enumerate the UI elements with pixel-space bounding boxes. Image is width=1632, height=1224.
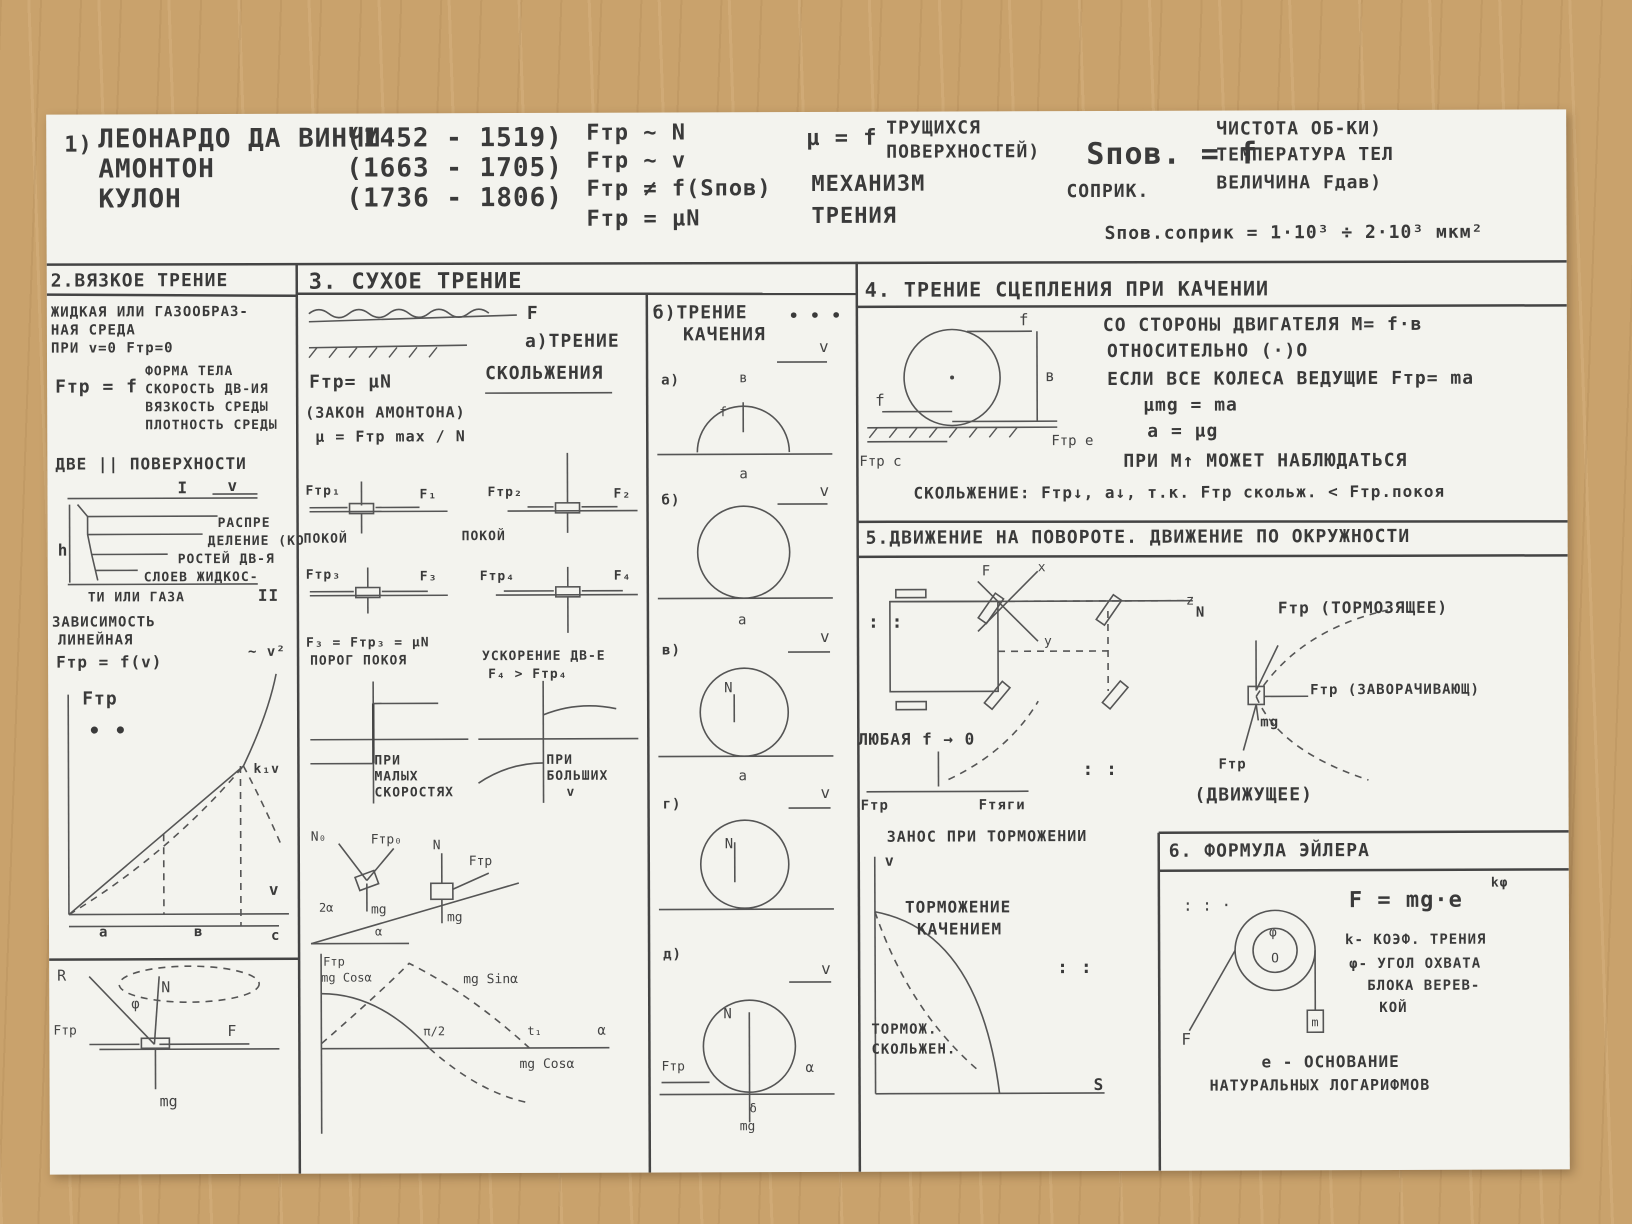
rolling-ftr-e: Fтр <box>661 1059 685 1074</box>
cone-f: F <box>227 1022 236 1040</box>
incline-ftr: Fтр <box>469 854 493 869</box>
dry-diagrams: N₀ Fтр₀ N Fтр mg mg 2α α Fтр mg Cosα mg … <box>308 308 639 1134</box>
graph-mgcos: mg Cosα <box>321 971 372 985</box>
rolling-v-d: v <box>820 783 830 802</box>
car-x: x <box>1038 560 1046 575</box>
incline-mg2: mg <box>447 910 463 925</box>
euler-m: m <box>1311 1015 1318 1029</box>
euler-dots: : : · <box>1183 896 1231 915</box>
grip-fig-f2: f <box>875 391 885 410</box>
cone-n: N <box>161 978 170 996</box>
car-y: y <box>1044 634 1052 649</box>
cone-r: R <box>57 967 67 985</box>
rolling-f-a: f <box>719 405 727 420</box>
grip-fig-f1: f <box>1019 310 1029 329</box>
euler-phi-label: φ <box>1269 925 1277 940</box>
grip-fig-b: в <box>1045 366 1055 385</box>
rolling-n-c: N <box>724 680 732 696</box>
rolling-mg-e: mg <box>740 1119 756 1134</box>
euler-f: F <box>1181 1030 1191 1049</box>
graph-alpha: α <box>597 1023 606 1039</box>
incline-a: α <box>375 924 382 938</box>
frame-lines <box>46 260 1569 1174</box>
rolling-diagrams: v в f a v a v N a v N v N Fтр α δ mg <box>657 337 835 1134</box>
incline-2a: 2α <box>319 901 334 915</box>
cone-phi: φ <box>131 996 139 1012</box>
rolling-v-b: v <box>819 481 829 500</box>
rolling-a-b: a <box>738 612 746 628</box>
incline-n0: N₀ <box>311 830 327 845</box>
rolling-b-a: в <box>739 370 747 386</box>
rolling-v-a: v <box>819 337 829 356</box>
paper-sheet: 1) ЛЕОНАРДО ДА ВИНЧИ АМОНТОН КУЛОН (1452… <box>46 109 1570 1175</box>
euler-diagram: : : · F φ O m <box>1181 896 1325 1049</box>
grip-fig-ftre: Fтр e <box>1051 433 1093 449</box>
rolling-n-d: N <box>725 836 733 852</box>
graph-ftr: Fтр <box>323 955 345 969</box>
cone-ftr: Fтр <box>53 1024 77 1039</box>
rolling-v-e: v <box>821 959 831 978</box>
incline-n: N <box>433 838 441 853</box>
rolling-a-a: a <box>739 466 747 482</box>
graph-pi2: π/2 <box>423 1024 445 1038</box>
cone-mg: mg <box>160 1092 178 1110</box>
viscous-diagrams: R N φ Fтр F mg <box>53 493 289 1110</box>
incline-mg1: mg <box>371 902 387 917</box>
grip-fig-ftrc: Fтр c <box>859 454 901 470</box>
turn-diagrams: F x y z <box>866 560 1389 1095</box>
car-z: z <box>1186 593 1194 609</box>
graph-mgcos2: mg Cosα <box>519 1057 574 1072</box>
rolling-alpha-e: α <box>805 1060 814 1076</box>
graph-t1: t₁ <box>527 1024 542 1038</box>
incline-ftr0: Fтр₀ <box>371 832 402 847</box>
rolling-a-c: a <box>738 768 746 784</box>
graph-mgsin: mg Sinα <box>463 972 518 987</box>
rolling-delta-e: δ <box>750 1101 757 1115</box>
euler-o: O <box>1271 951 1279 966</box>
grip-diagram: f в f Fтр c Fтр e <box>859 310 1093 470</box>
rolling-v-c: v <box>820 627 830 646</box>
car-f: F <box>982 563 990 579</box>
rolling-n-e: N <box>723 1006 731 1022</box>
